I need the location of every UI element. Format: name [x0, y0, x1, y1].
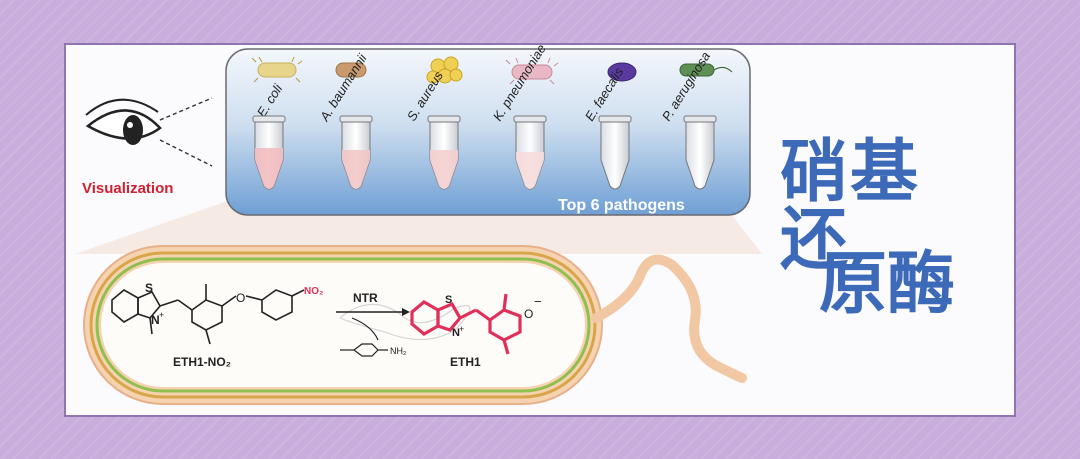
eth1-charge: + [459, 324, 464, 334]
bacterium-a-baumannii-icon [335, 62, 367, 78]
sight-line-top [159, 97, 213, 121]
bacterium-p-aeruginosa-icon [679, 63, 733, 77]
flagellum [591, 254, 747, 383]
reactant-label: ETH1-NO₂ [173, 355, 231, 369]
tube-e-coli [252, 115, 286, 190]
eth1-no2-ether-oxygen: O [236, 291, 245, 305]
amine-structure [340, 343, 388, 357]
bacterium-e-faecalis-icon [607, 62, 637, 82]
tube-s-aureus [427, 115, 461, 190]
amine-group-label: NH₂ [390, 346, 407, 356]
nitro-group-label: NO₂ [304, 286, 323, 297]
eye-icon [85, 98, 162, 145]
enzyme-label: NTR [353, 291, 378, 305]
tube-p-aeruginosa [683, 115, 717, 190]
title-line-1: 硝基还 [780, 133, 921, 280]
eth1-charge-minus: − [534, 294, 542, 309]
eth1-nitrogen: N [452, 327, 460, 339]
tube-a-baumannii [339, 115, 373, 190]
eth1-sulfur: S [445, 294, 452, 306]
dna-tangle [339, 303, 471, 341]
pathogen-panel [225, 48, 751, 216]
tube-e-faecalis [598, 115, 632, 190]
reaction-arrowhead [402, 308, 410, 316]
title-line-2: 原酶 [819, 245, 956, 324]
eth1-no2-charge: + [159, 310, 164, 320]
eth1-phenolate-oxygen: O [524, 307, 533, 321]
eth1-no2-nitrogen: N [151, 313, 160, 327]
eth1-no2-structure [111, 284, 305, 345]
bacterium-e-coli-icon [251, 56, 303, 83]
side-product-arrow [351, 317, 379, 341]
product-label: ETH1 [450, 355, 481, 369]
eth1-structure [410, 293, 522, 355]
bacterium-k-pneumoniae-icon [505, 57, 559, 85]
visualization-label: Visualization [82, 180, 173, 197]
eth1-no2-sulfur: S [145, 281, 153, 295]
bacterial-cell [83, 245, 603, 405]
sight-line-bottom [159, 139, 213, 167]
panel-caption: Top 6 pathogens [558, 197, 685, 214]
bacterium-s-aureus-icon [426, 56, 463, 84]
tube-k-pneumoniae [513, 115, 547, 190]
